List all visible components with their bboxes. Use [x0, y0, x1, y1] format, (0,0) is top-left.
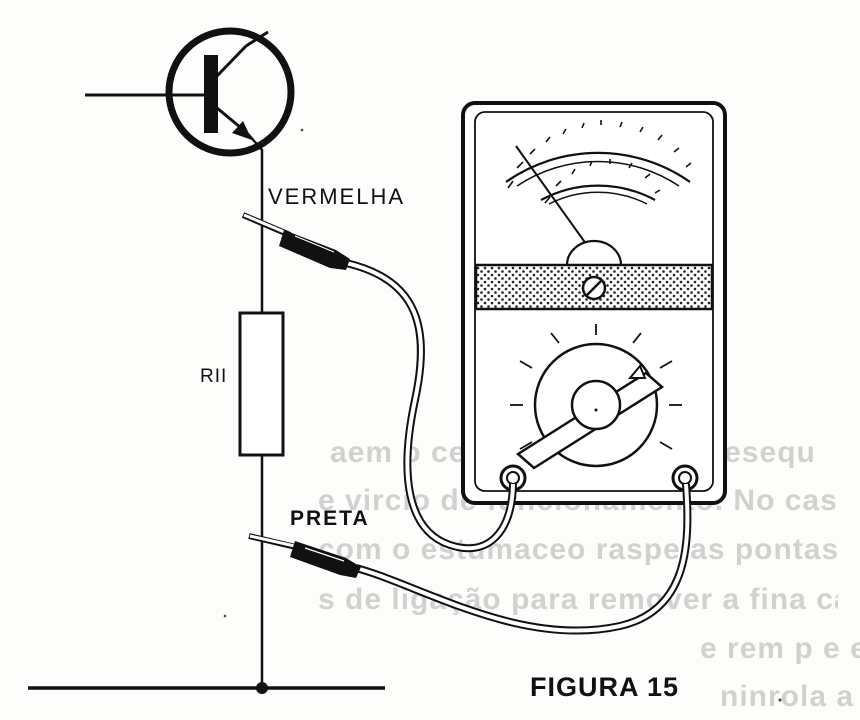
multimeter-icon	[461, 101, 727, 505]
resistor-icon	[238, 311, 285, 457]
print-speck	[778, 698, 782, 702]
black-lead-label: PRETA	[290, 507, 370, 530]
junction-dot	[256, 682, 268, 694]
range-selector-knob-icon	[510, 324, 682, 470]
bleed-through-line-6: ninrola a duma rnpieses ingiensne	[720, 680, 860, 713]
bleed-through-line-5: e rem p e estante que o recobre. No caso	[700, 632, 860, 665]
meter-terminal-left	[499, 464, 527, 492]
meter-needle	[515, 145, 595, 256]
figure-caption: FIGURA 15	[530, 672, 680, 702]
red-probe-cable	[345, 259, 517, 553]
needle-pivot	[565, 239, 623, 266]
bleed-through-line-3: com o estumaceo raspe as pontas ne	[318, 533, 838, 566]
print-speck	[223, 614, 227, 618]
print-speck	[300, 128, 304, 132]
meter-terminal-right	[671, 464, 699, 492]
red-lead-label: VERMELHA	[268, 184, 406, 209]
transistor-icon	[85, 27, 295, 157]
red-probe-icon	[241, 212, 350, 270]
circuit-wire	[247, 133, 264, 688]
resistor-label: RII	[200, 366, 228, 387]
black-probe-cable	[354, 483, 692, 635]
black-probe-icon	[248, 533, 361, 578]
